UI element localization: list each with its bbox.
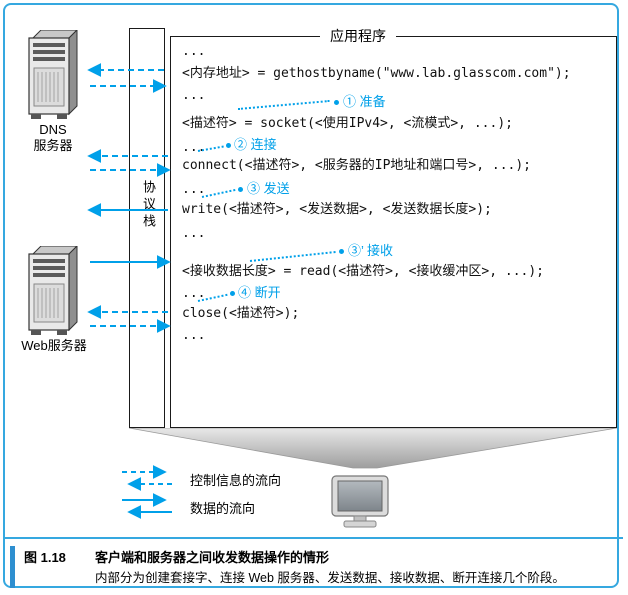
caption-description: 内部分为创建套接字、连接 Web 服务器、发送数据、接收数据、断开连接几个阶段。 bbox=[95, 571, 565, 585]
annotation-connect: ② 连接 bbox=[234, 137, 277, 152]
annotation-send: ③ 发送 bbox=[247, 181, 290, 196]
annotation-dot-icon bbox=[339, 249, 344, 254]
caption-figure-number: 图 1.18 bbox=[24, 550, 66, 565]
annotation-dot-icon bbox=[226, 143, 231, 148]
dns-server-label-line1: DNS bbox=[39, 122, 67, 137]
annotation-dot-icon bbox=[238, 187, 243, 192]
code-line-gethostbyname: <内存地址> = gethostbyname("www.lab.glasscom… bbox=[182, 66, 571, 81]
legend-control-label: 控制信息的流向 bbox=[190, 473, 282, 488]
code-line: ... bbox=[182, 286, 206, 301]
code-line-socket: <描述符> = socket(<使用IPv4>, <流模式>, ...); bbox=[182, 116, 513, 131]
code-line: ... bbox=[182, 182, 206, 197]
legend-data-label: 数据的流向 bbox=[190, 501, 256, 516]
protocol-stack-box bbox=[129, 28, 165, 428]
dns-server-label: DNS 服务器 bbox=[16, 122, 90, 154]
code-line: ... bbox=[182, 226, 206, 241]
figure-frame bbox=[3, 3, 619, 588]
annotation-prepare: ① 准备 bbox=[343, 94, 386, 109]
funnel-shape bbox=[129, 428, 618, 469]
client-computer-icon bbox=[331, 475, 389, 528]
dns-server-label-line2: 服务器 bbox=[33, 138, 73, 153]
code-line-close: close(<描述符>); bbox=[182, 306, 300, 321]
annotation-dot-icon bbox=[334, 100, 339, 105]
code-line: ... bbox=[182, 140, 206, 155]
protocol-stack-label: 协议栈 bbox=[141, 180, 156, 231]
annotation-dot-icon bbox=[230, 291, 235, 296]
annotation-close: ④ 断开 bbox=[238, 285, 281, 300]
code-line-connect: connect(<描述符>, <服务器的IP地址和端口号>, ...); bbox=[182, 158, 532, 173]
dns-server-icon bbox=[28, 30, 78, 119]
code-line: ... bbox=[182, 328, 206, 343]
web-server-label: Web服务器 bbox=[21, 338, 87, 353]
code-line: ... bbox=[182, 44, 206, 59]
application-box bbox=[170, 36, 617, 428]
code-line-write: write(<描述符>, <发送数据>, <发送数据长度>); bbox=[182, 202, 492, 217]
web-server-icon bbox=[28, 246, 78, 335]
code-line: ... bbox=[182, 88, 206, 103]
code-line-read: <接收数据长度> = read(<描述符>, <接收缓冲区>, ...); bbox=[182, 264, 545, 279]
caption-title: 客户端和服务器之间收发数据操作的情形 bbox=[95, 550, 330, 565]
caption-divider bbox=[5, 537, 623, 539]
annotation-receive: ③’ 接收 bbox=[348, 243, 394, 258]
application-title: 应用程序 bbox=[320, 28, 396, 44]
caption-accent-bar bbox=[10, 546, 15, 588]
